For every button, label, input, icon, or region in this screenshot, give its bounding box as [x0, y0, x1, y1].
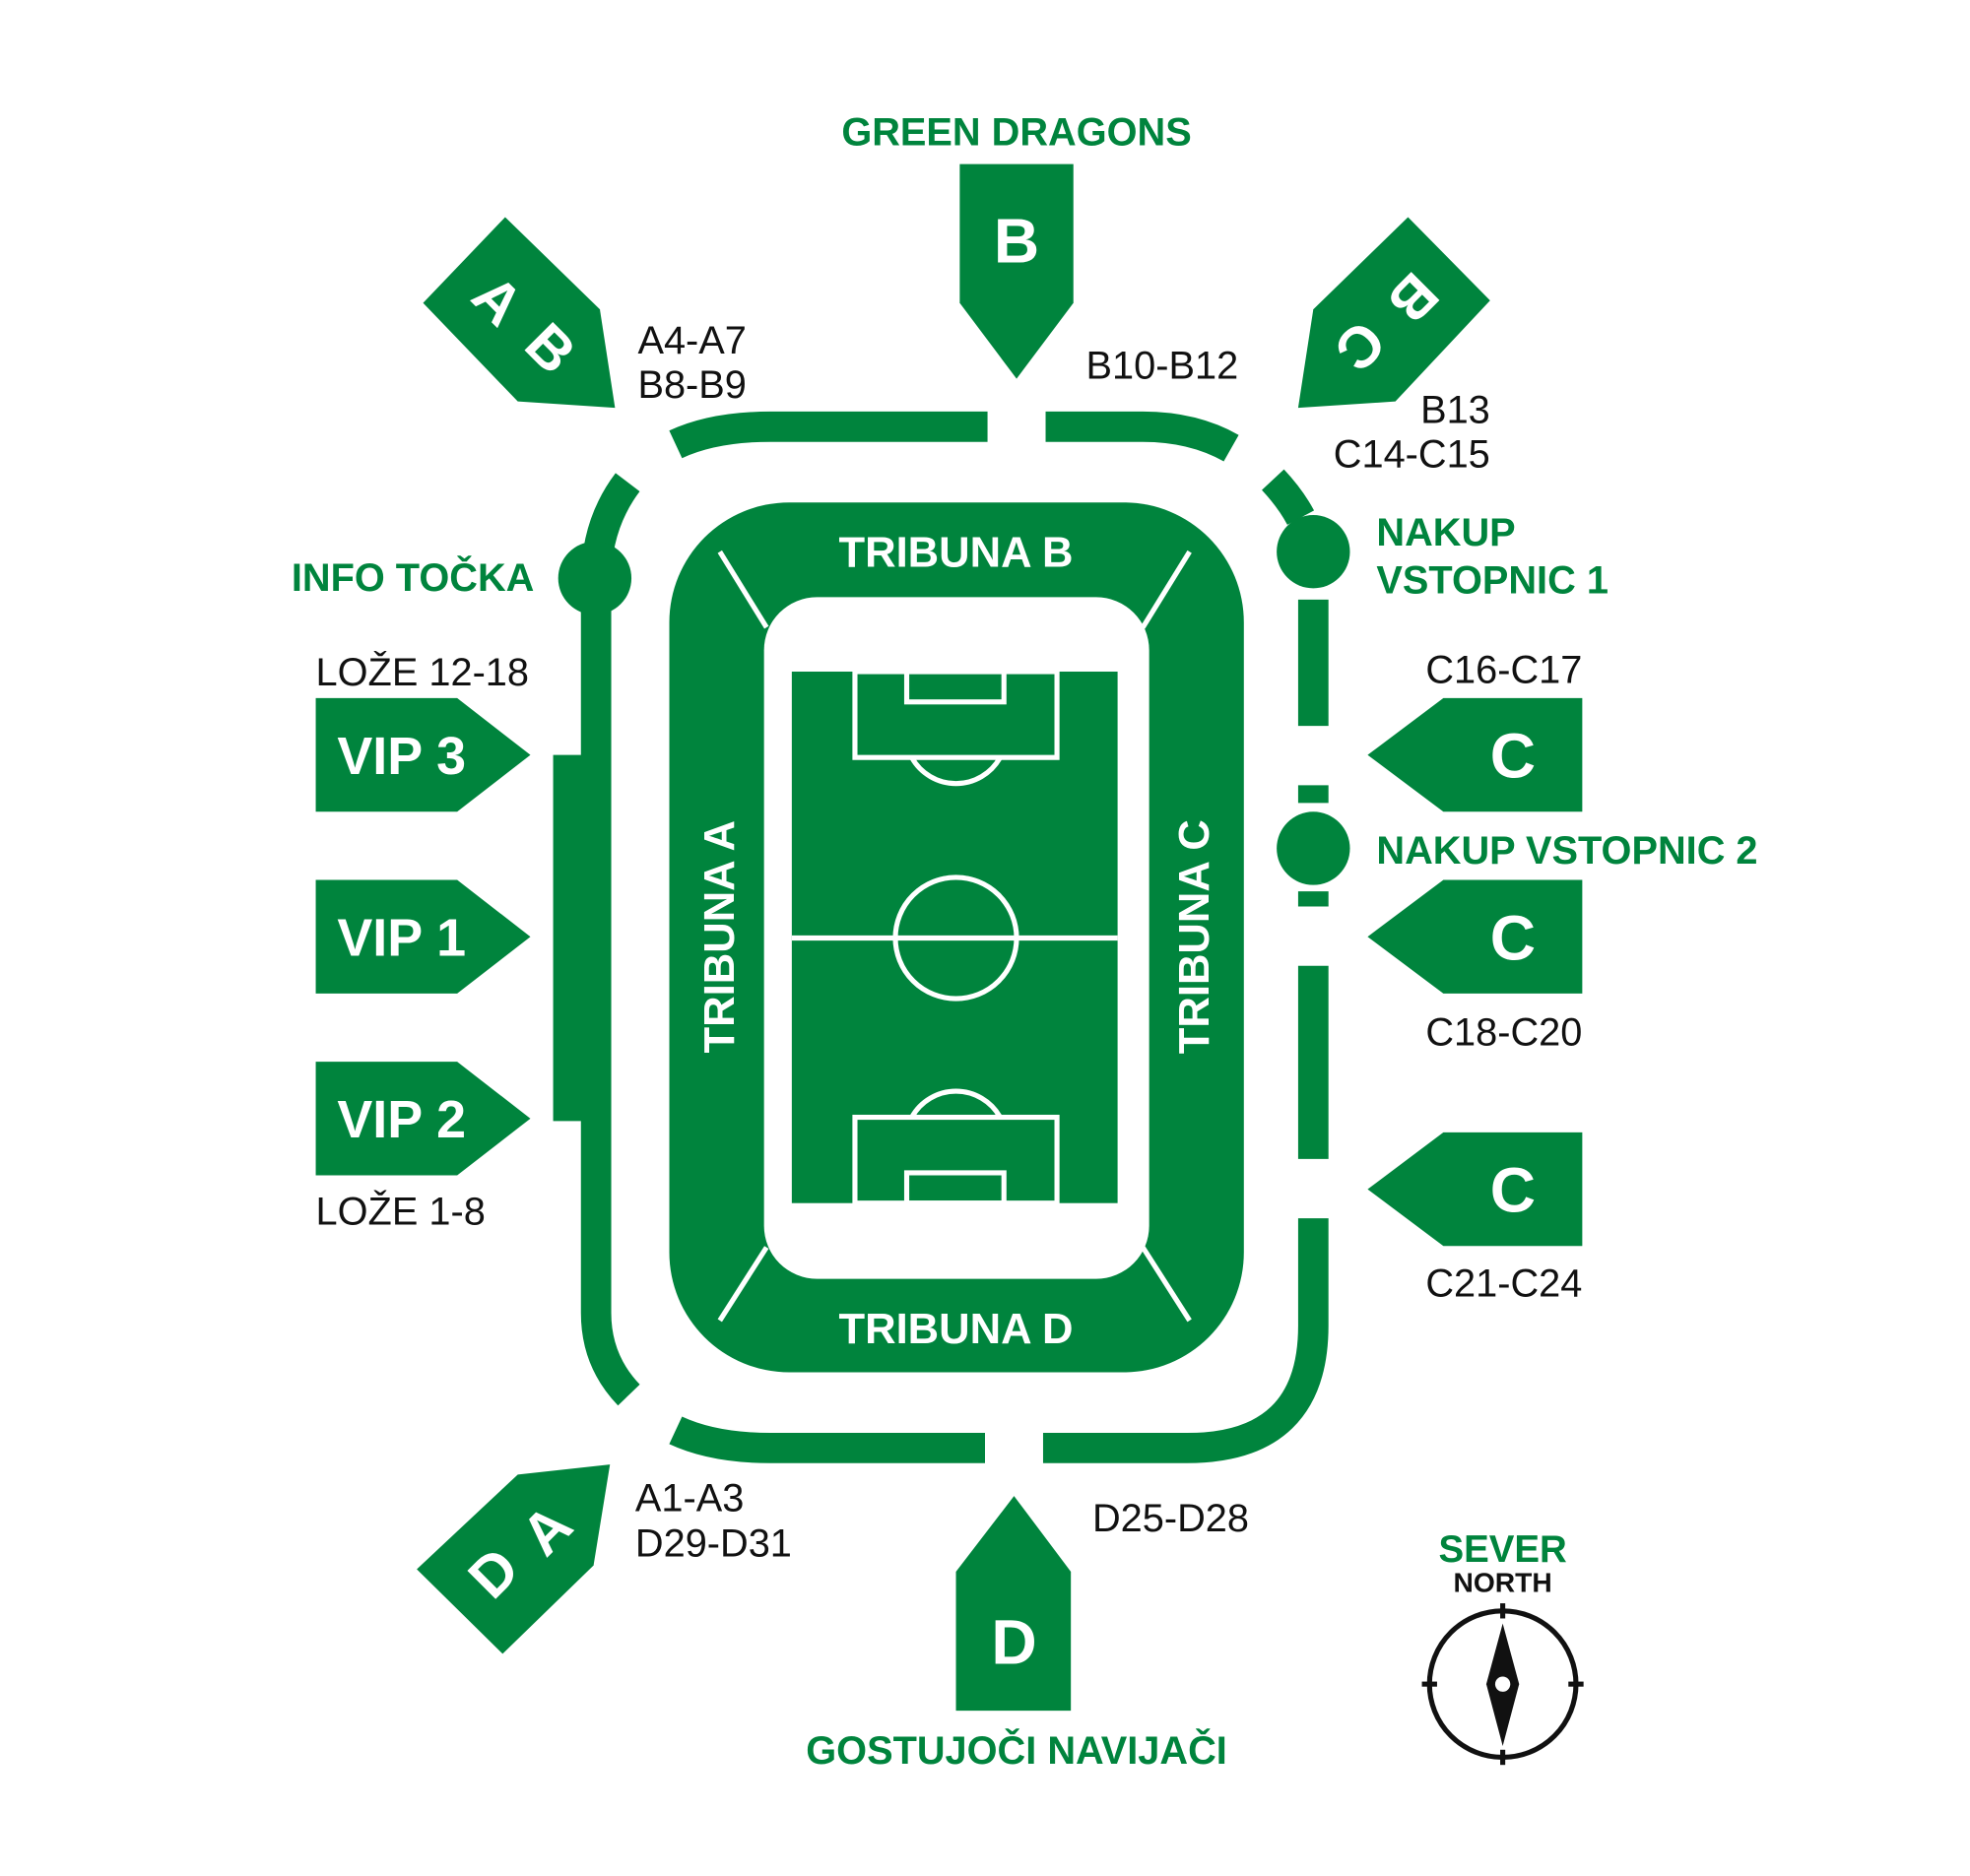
- entrance-vip3[interactable]: VIP 3: [315, 697, 531, 812]
- entrance-c3-sectors: C21-C24: [1425, 1262, 1582, 1306]
- entrance-bc[interactable]: B C: [1297, 217, 1490, 409]
- entrance-c1-sectors: C16-C17: [1425, 649, 1582, 692]
- ticket-point-1-marker[interactable]: [1277, 515, 1350, 589]
- entrance-c2[interactable]: C: [1367, 879, 1583, 994]
- info-point-marker[interactable]: [558, 541, 632, 615]
- entrance-b-letter: B: [994, 206, 1039, 277]
- entrance-d-letter: D: [991, 1607, 1036, 1678]
- entrance-vip2[interactable]: VIP 2: [315, 1062, 531, 1176]
- entrance-ab-sectors-a: A4-A7: [637, 319, 746, 362]
- entrance-ab-sectors-b: B8-B9: [637, 363, 746, 407]
- entrance-b[interactable]: B: [959, 163, 1074, 379]
- entrance-da[interactable]: D A: [417, 1464, 611, 1654]
- away-fans-label: GOSTUJOČI NAVIJAČI: [806, 1727, 1227, 1773]
- entrance-c2-letter: C: [1490, 902, 1536, 973]
- entrance-d-sectors: D25-D28: [1092, 1497, 1249, 1540]
- vip3-boxes: LOŽE 12-18: [316, 650, 529, 694]
- stand-b-label: TRIBUNA B: [838, 530, 1073, 577]
- vip2-boxes: LOŽE 1-8: [316, 1190, 486, 1234]
- entrance-c1[interactable]: C: [1367, 697, 1583, 812]
- entrance-bc-sectors-c: C14-C15: [1334, 432, 1490, 476]
- vip1-label: VIP 1: [337, 908, 466, 967]
- entrance-c3[interactable]: C: [1367, 1132, 1583, 1247]
- stand-d-label: TRIBUNA D: [838, 1306, 1073, 1353]
- green-dragons-label: GREEN DRAGONS: [841, 110, 1191, 154]
- entrance-c1-letter: C: [1490, 721, 1536, 792]
- info-point-label: INFO TOČKA: [292, 554, 535, 600]
- entrance-bc-sectors-b: B13: [1420, 388, 1490, 431]
- compass-icon: [1421, 1603, 1584, 1766]
- entrance-c3-letter: C: [1490, 1155, 1536, 1226]
- north-label-sl: SEVER: [1438, 1528, 1566, 1571]
- stadium: TRIBUNA B TRIBUNA D TRIBUNA A TRIBUNA C: [669, 502, 1244, 1373]
- entrance-c2-sectors: C18-C20: [1425, 1010, 1582, 1054]
- ticket-point-2-marker[interactable]: [1277, 811, 1350, 885]
- entrance-da-sectors-d: D29-D31: [635, 1522, 792, 1566]
- entrance-ab[interactable]: A B: [423, 217, 616, 409]
- stand-a-label: TRIBUNA A: [696, 820, 744, 1053]
- entrance-da-sectors-a: A1-A3: [635, 1477, 744, 1520]
- entrance-b-sectors: B10-B12: [1086, 345, 1239, 388]
- north-label-en: NORTH: [1453, 1567, 1551, 1598]
- entrance-vip1[interactable]: VIP 1: [315, 879, 531, 994]
- ticket-point-1-label-line1: NAKUP: [1376, 511, 1515, 554]
- stand-c-label: TRIBUNA C: [1171, 819, 1218, 1054]
- entrance-d[interactable]: D: [955, 1496, 1072, 1712]
- ticket-point-1-label-line2: VSTOPNIC 1: [1376, 559, 1609, 603]
- vip3-label: VIP 3: [337, 727, 466, 786]
- pitch: [791, 669, 1118, 1206]
- vip2-label: VIP 2: [337, 1090, 466, 1149]
- ticket-point-2-label: NAKUP VSTOPNIC 2: [1376, 829, 1757, 873]
